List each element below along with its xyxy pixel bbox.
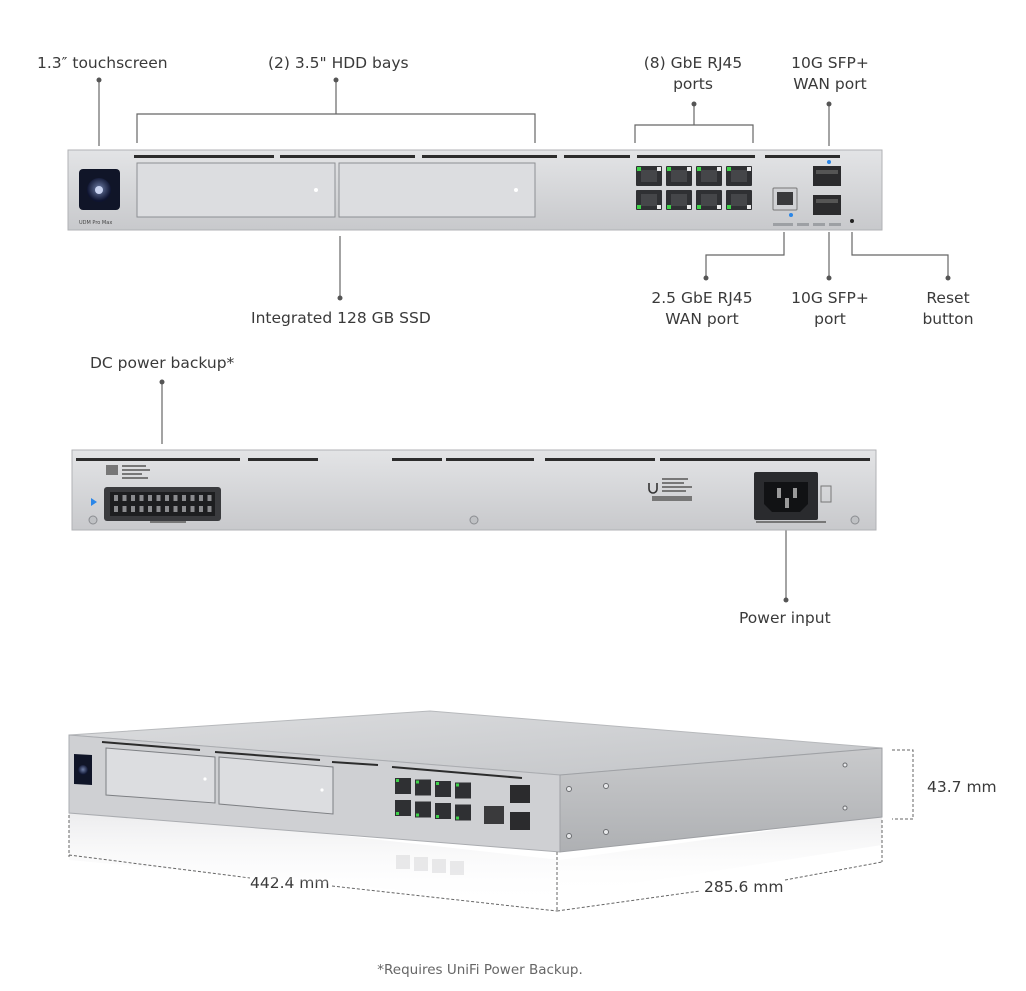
hdd-bay-1	[136, 162, 336, 218]
dc-pin	[199, 506, 203, 512]
wan-rj45-label-line2: WAN port	[665, 310, 739, 328]
wan-rj45-port	[777, 192, 793, 205]
dc-pin	[182, 506, 186, 512]
rear-view	[71, 449, 877, 531]
dc-pin	[139, 495, 144, 501]
depth-dimension-label: 285.6 mm	[704, 878, 784, 896]
dc-pin	[139, 506, 144, 512]
dc-pin	[165, 506, 169, 512]
touchscreen-label: 1.3″ touchscreen	[37, 54, 168, 72]
front-model-label: UDM Pro Max	[79, 220, 112, 226]
dc-pin	[173, 506, 178, 512]
dc-pin	[156, 495, 161, 501]
dc-pin	[148, 495, 152, 501]
reset-label-line2: button	[922, 310, 974, 328]
rj45-ports-label-line2: ports	[673, 75, 713, 93]
callout-lines	[98, 80, 949, 600]
reset-button	[850, 219, 854, 223]
dimension-lines	[68, 749, 914, 912]
dc-pin	[190, 506, 195, 512]
dc-pin	[122, 506, 127, 512]
reset-label-line1: Reset	[926, 289, 970, 307]
dc-pin	[131, 506, 135, 512]
rj45-ports-label-line1: (8) GbE RJ45	[643, 54, 743, 72]
dc-pin	[122, 495, 127, 501]
dc-pin	[190, 495, 195, 501]
dc-pin	[199, 495, 203, 501]
sfp-wan-label-line2: WAN port	[793, 75, 867, 93]
dc-pin	[114, 495, 118, 501]
power-input-label: Power input	[739, 609, 831, 627]
front-view: UDM Pro Max	[67, 149, 883, 231]
dc-pin	[131, 495, 135, 501]
height-dimension-label: 43.7 mm	[927, 778, 997, 796]
sfp-port-label-line2: port	[814, 310, 846, 328]
hdd-bay-2	[338, 162, 536, 218]
hdd-bays-label: (2) 3.5" HDD bays	[268, 54, 409, 72]
sfp-wan-label-line1: 10G SFP+	[791, 54, 869, 72]
ssd-label: Integrated 128 GB SSD	[251, 309, 431, 327]
dc-pin	[207, 506, 212, 512]
sfp-port-label-line1: 10G SFP+	[791, 289, 869, 307]
dc-pin	[148, 506, 152, 512]
sfp-wan-port	[813, 166, 841, 186]
dc-pin	[173, 495, 178, 501]
dc-pin	[207, 495, 212, 501]
footnote: *Requires UniFi Power Backup.	[377, 962, 583, 978]
dc-pin	[156, 506, 161, 512]
dc-pin	[165, 495, 169, 501]
perspective-view	[68, 710, 883, 905]
sfp-port	[813, 195, 841, 215]
dc-pin	[114, 506, 118, 512]
wan-rj45-label-line1: 2.5 GbE RJ45	[651, 289, 753, 307]
rj45-port-group	[636, 166, 752, 210]
dc-backup-label: DC power backup*	[90, 354, 235, 372]
dc-pin	[182, 495, 186, 501]
